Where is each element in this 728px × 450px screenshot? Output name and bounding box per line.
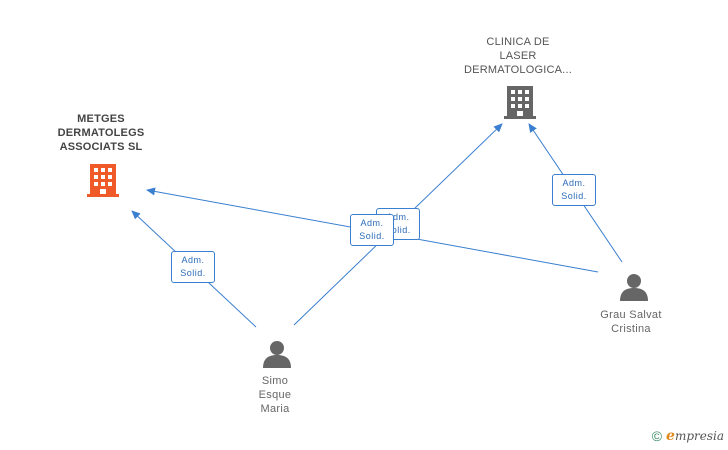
role-badge-grau-clinica[interactable]: Adm. Solid. [552, 174, 596, 206]
badge-line: Solid. [385, 225, 411, 235]
person-name-line: Grau Salvat [600, 309, 662, 321]
person-icon [262, 340, 292, 373]
badge-line: Solid. [180, 268, 206, 278]
person-icon [619, 273, 649, 306]
company-label-clinica[interactable]: CLINICA DE LASER DERMATOLOGICA... [450, 35, 586, 77]
brand-name: mpresia [674, 429, 724, 443]
badge-line: Solid. [561, 191, 587, 201]
person-label-grau[interactable]: Grau Salvat Cristina [584, 308, 678, 336]
person-name-line: Simo [261, 375, 289, 387]
company-label-metges[interactable]: METGES DERMATOLEGS ASSOCIATS SL [36, 112, 166, 154]
badge-line: Adm. [360, 218, 384, 228]
person-label-simo[interactable]: Simo Esque Maria [235, 374, 315, 416]
company-name-line: LASER [499, 50, 537, 62]
brand-logo: empresia [666, 428, 724, 444]
company-name-line: DERMATOLOGICA... [464, 64, 572, 76]
brand-initial: e [666, 428, 675, 444]
person-name-line: Cristina [611, 323, 651, 335]
company-name-line: CLINICA DE [486, 36, 550, 48]
company-name-line: DERMATOLEGS [57, 127, 145, 139]
company-name-line: METGES [77, 113, 125, 125]
copyright-symbol: © [651, 428, 663, 444]
badge-line: Solid. [359, 231, 385, 241]
badge-line: Adm. [181, 255, 205, 265]
person-name-line: Esque [258, 389, 292, 401]
person-name-line: Maria [260, 403, 290, 415]
badge-line: Adm. [562, 178, 586, 188]
badge-line: Adm. [386, 212, 410, 222]
building-icon [86, 162, 120, 203]
footer-brand: © empresia [652, 428, 724, 444]
role-badge-grau-metges[interactable]: Adm. Solid. [376, 208, 420, 240]
building-icon [503, 84, 537, 125]
role-badge-simo-metges[interactable]: Adm. Solid. [171, 251, 215, 283]
role-badge-simo-clinica[interactable]: Adm. Solid. [350, 214, 394, 246]
company-name-line: ASSOCIATS SL [59, 141, 143, 153]
